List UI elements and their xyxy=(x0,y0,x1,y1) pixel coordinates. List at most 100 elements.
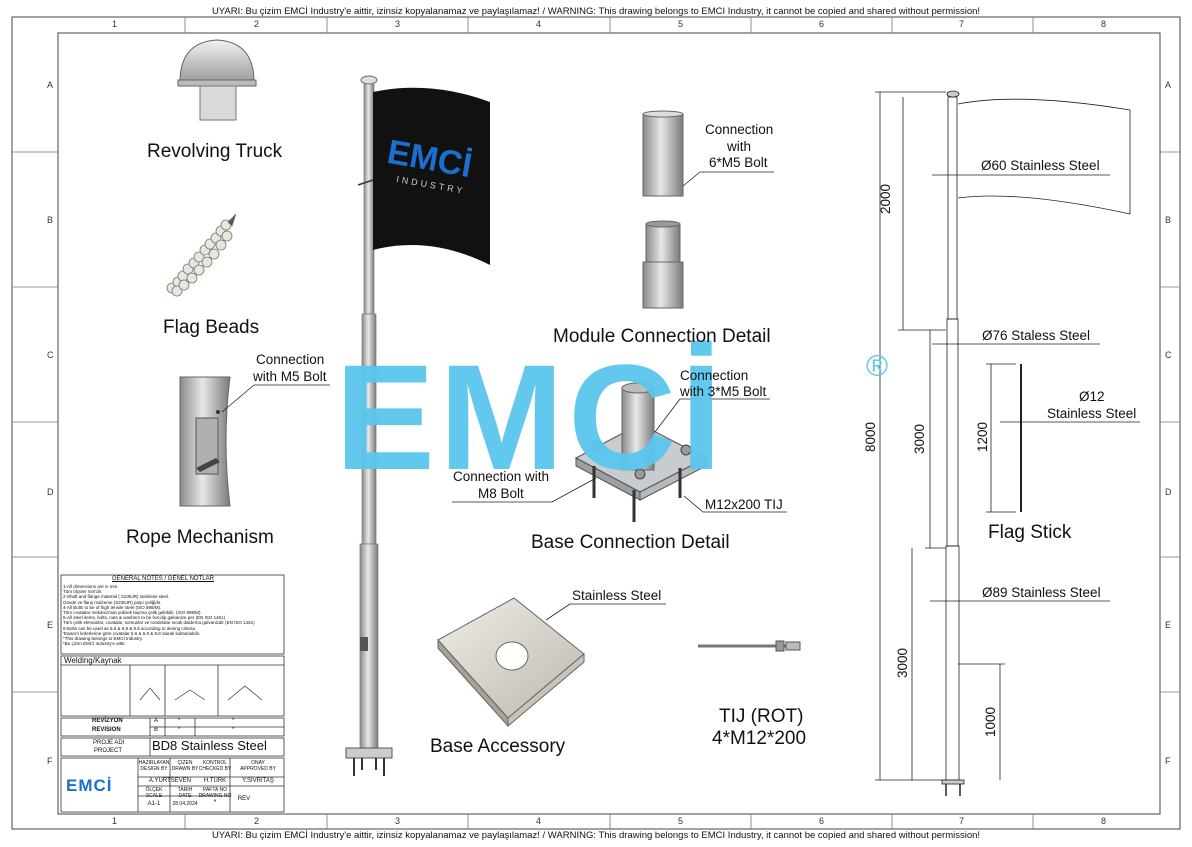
revision-label-tr: REVİZYON xyxy=(92,718,123,724)
row-label: D xyxy=(47,487,54,497)
label-module-connection-detail: Module Connection Detail xyxy=(553,326,771,347)
label-module-connection-1: Connection xyxy=(705,122,774,137)
dim-d12-2: Stainless Steel xyxy=(1047,406,1137,421)
rope-mechanism-drawing xyxy=(179,376,231,507)
notes-line: *This drawing belongs to EMCİ Industry. xyxy=(63,636,143,642)
revision-label-en: REVISION xyxy=(92,727,121,733)
revision-a: A xyxy=(154,718,159,724)
col-label: 8 xyxy=(1101,19,1107,29)
tb-designer: A.YURTSEVEN xyxy=(148,778,192,784)
label-module-connection-3: 6*M5 Bolt xyxy=(709,155,768,170)
label-base-connection-m8-1: Connection with xyxy=(453,469,550,484)
notes-line: Tüm ölçüler mm'dir. xyxy=(63,589,103,595)
flag-beads-drawing xyxy=(166,213,237,297)
col-label: 1 xyxy=(112,816,118,826)
notes-block-frames xyxy=(60,574,285,813)
notes-line: 4-All Bolts to be of high tensile steel … xyxy=(63,604,162,610)
label-stainless-steel: Stainless Steel xyxy=(572,588,662,603)
row-label: C xyxy=(1165,350,1172,360)
row-label: D xyxy=(1165,487,1172,497)
row-label: E xyxy=(1165,620,1172,630)
revolving-truck-drawing xyxy=(177,39,257,121)
col-label: 6 xyxy=(819,19,825,29)
dim-h1000: 1000 xyxy=(983,706,998,737)
revision-star: * xyxy=(232,727,235,733)
notes-list: 1-All dimensions are in mm. Tüm ölçüler … xyxy=(63,584,281,646)
welding-symbols xyxy=(139,685,263,701)
tij-rod-drawing xyxy=(698,640,801,652)
row-label: E xyxy=(47,620,54,630)
col-label: 6 xyxy=(819,816,825,826)
label-rope-mechanism: Rope Mechanism xyxy=(126,527,274,548)
col-label: 4 xyxy=(536,816,542,826)
label-m12-tij: M12x200 TIJ xyxy=(705,497,783,512)
notes-line: 1-All dimensions are in mm. xyxy=(63,584,119,589)
label-revolving-truck: Revolving Truck xyxy=(147,141,283,162)
notes-line: Tasarım kriterlerine göre cıvatalar 5.6 … xyxy=(63,630,201,636)
callout-leaders xyxy=(221,171,787,621)
project-name: BD8 Stainless Steel xyxy=(152,738,267,753)
registered-mark: ® xyxy=(866,350,889,383)
col-label: 5 xyxy=(678,19,684,29)
notes-title: GENERAL NOTES / GENEL NOTLAR xyxy=(112,576,214,582)
dim-d89: Ø89 Stainless Steel xyxy=(982,585,1101,600)
row-label: B xyxy=(1165,215,1172,225)
notes-line: Tüm çelik elemanlar, cıvatalar, somunlar… xyxy=(63,620,255,626)
module-connection-drawing xyxy=(642,110,684,309)
label-rope-connection-1: Connection xyxy=(256,352,325,367)
dim-h2000: 2000 xyxy=(878,183,893,214)
dim-d76: Ø76 Staless Steel xyxy=(982,328,1091,343)
row-label: C xyxy=(47,350,54,360)
label-tij-2: 4*M12*200 xyxy=(712,728,807,749)
dim-h8000: 8000 xyxy=(863,421,878,452)
label-base-connection-m8-2: M8 Bolt xyxy=(478,486,524,501)
tb-rev: REV xyxy=(237,796,251,802)
outer-frame xyxy=(11,16,1181,830)
tb-date: 28.04.2024 xyxy=(172,801,198,807)
inner-frame xyxy=(57,32,1161,815)
tb-drawing-no: * xyxy=(213,799,217,806)
label-tij-1: TIJ (ROT) xyxy=(719,706,804,727)
notes-line: 2-Shaft and flange material ( S235JR) st… xyxy=(63,594,170,600)
row-label: A xyxy=(47,80,54,90)
dim-h3000-lower: 3000 xyxy=(895,647,910,678)
base-accessory-drawing xyxy=(437,597,585,728)
col-label: 2 xyxy=(254,816,260,826)
label-flag-beads: Flag Beads xyxy=(163,317,260,338)
dim-d60: Ø60 Stainless Steel xyxy=(981,158,1100,173)
main-flagpole-drawing xyxy=(345,75,490,776)
col-label: 3 xyxy=(395,19,401,29)
col-label: 3 xyxy=(395,816,401,826)
notes-line: Gövde ve flanş malzeme (S235JR) paşo çel… xyxy=(63,599,162,605)
project-label-en: PROJECT xyxy=(94,748,123,754)
revision-b: B xyxy=(154,727,159,733)
col-label: 7 xyxy=(959,816,965,826)
notes-line: *Bu çizim EMCİ Industry'e aittir. xyxy=(63,641,126,647)
col-label: 4 xyxy=(536,19,542,29)
project-label-tr: PROJE ADI xyxy=(93,740,125,746)
tb-checker: H.TÜRK xyxy=(203,778,227,784)
grid-ticks xyxy=(12,17,1180,829)
welding-title: Welding/Kaynak xyxy=(64,656,122,665)
notes-line: 6-Bolts can be used as 5.6 & 6.8 & 8.8 a… xyxy=(63,625,197,631)
dim-d12-1: Ø12 xyxy=(1079,389,1105,404)
row-label: F xyxy=(47,756,53,766)
elevation-drawing xyxy=(875,90,1140,796)
emci-watermark: EMCİ xyxy=(335,333,726,501)
label-flag-stick: Flag Stick xyxy=(988,522,1072,543)
row-label: B xyxy=(47,215,54,225)
col-label: 7 xyxy=(959,19,965,29)
col-label: 1 xyxy=(112,19,118,29)
col-label: 2 xyxy=(254,19,260,29)
tb-scale: A1-1 xyxy=(147,801,161,807)
label-module-connection-2: with xyxy=(727,139,752,154)
base-connection-drawing xyxy=(574,382,708,522)
label-base-connection-top-2: with 3*M5 Bolt xyxy=(680,384,767,399)
label-base-connection-detail: Base Connection Detail xyxy=(531,532,730,553)
